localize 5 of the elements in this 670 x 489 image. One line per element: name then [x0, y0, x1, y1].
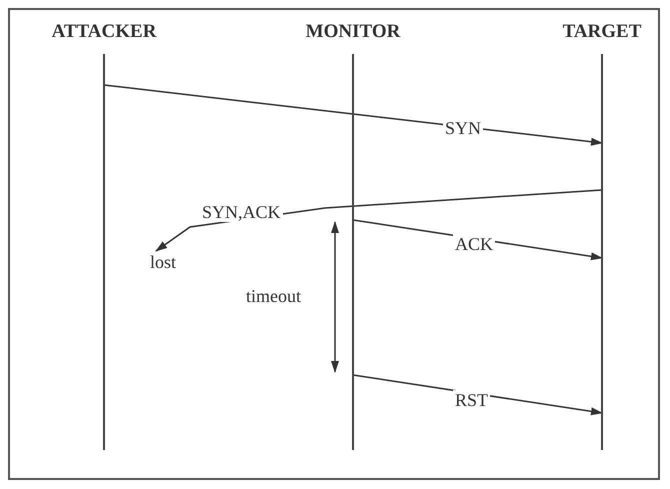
lifeline-title: TARGET	[562, 20, 642, 44]
message-arrow	[104, 84, 603, 146]
message-arrow	[155, 189, 602, 252]
lifeline-title: MONITOR	[304, 20, 402, 44]
lifeline-title: ATTACKER	[50, 20, 158, 44]
